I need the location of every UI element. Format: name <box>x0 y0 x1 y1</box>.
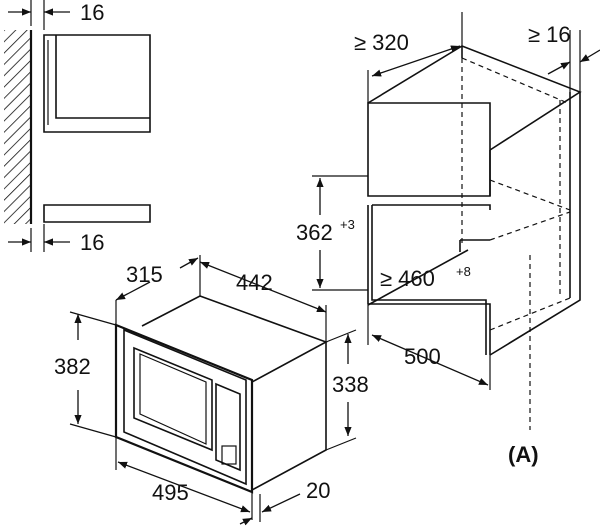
height-opening-tol: +3 <box>340 217 355 232</box>
dim-side-right <box>579 49 600 63</box>
display <box>221 445 237 465</box>
mw-height-label: 338 <box>332 372 369 397</box>
callout-label: (A) <box>508 442 539 467</box>
cabinet-upper-front <box>367 102 491 197</box>
height-opening-label: 362 <box>296 220 333 245</box>
side-min-label: ≥ 16 <box>528 22 571 47</box>
dim-cabinet-depth <box>371 334 489 386</box>
mw-frame-height-label: 382 <box>54 354 91 379</box>
dim-mw-frame-width <box>117 461 251 513</box>
dim-mw-frame-depth-right <box>261 493 301 513</box>
width-opening-label: ≥ 460 <box>380 266 435 291</box>
lower-shelf-side <box>43 204 151 223</box>
door-window <box>133 346 213 452</box>
dim-mw-frame-depth-left <box>239 517 253 526</box>
mw-depth-label: 315 <box>126 262 163 287</box>
dim-depth-min <box>371 45 461 77</box>
mw-frame-depth-label: 20 <box>306 478 330 503</box>
gap-top-label: 16 <box>80 0 104 25</box>
dim-mw-depth-right <box>179 257 199 269</box>
dim-mw-width <box>199 261 327 313</box>
upper-cabinet-side <box>43 34 151 133</box>
wall-hatch <box>4 30 30 224</box>
side-view <box>4 0 151 252</box>
mw-frame-width-label: 495 <box>152 480 189 505</box>
microwave-drawing <box>69 255 357 526</box>
cabinet-drawing <box>312 12 600 430</box>
dim-side-left <box>547 61 571 75</box>
microwave-body <box>141 295 328 383</box>
width-opening-tol: +8 <box>456 264 471 279</box>
cabinet-depth-label: 500 <box>404 344 441 369</box>
depth-min-label: ≥ 320 <box>354 30 409 55</box>
dim-mw-depth-left <box>115 281 151 301</box>
gap-bottom-label: 16 <box>80 230 104 255</box>
mw-width-label: 442 <box>236 270 273 295</box>
